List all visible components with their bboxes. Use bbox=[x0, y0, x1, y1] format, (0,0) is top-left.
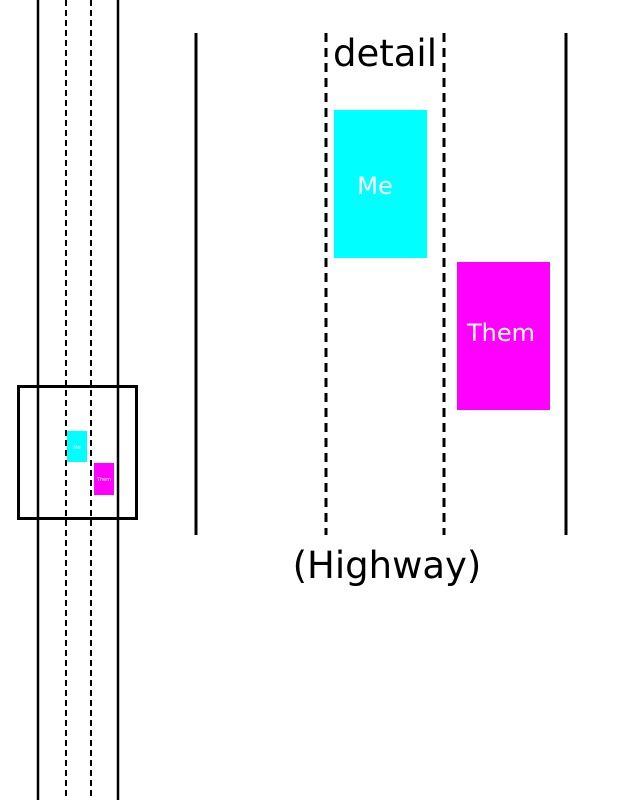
detail-car-them-label: Them bbox=[466, 319, 535, 347]
overview-car-them: Them bbox=[94, 463, 114, 495]
overview-car-me-body bbox=[67, 431, 87, 462]
overview-car-them-label: Them bbox=[96, 477, 111, 483]
detail-car-them-body bbox=[457, 262, 550, 410]
overview-car-me: Me bbox=[67, 431, 87, 462]
detail-car-them: Them bbox=[457, 262, 550, 410]
overview-road bbox=[36, 0, 120, 800]
detail-label-backdrop bbox=[333, 33, 437, 77]
overview-car-me-label: Me bbox=[73, 445, 80, 451]
overview-car-them-body bbox=[94, 463, 114, 495]
detail-car-me-label: Me bbox=[357, 172, 392, 200]
detail-car-me-body bbox=[334, 110, 427, 258]
detail-car-me: Me bbox=[334, 110, 427, 258]
detail-road bbox=[194, 33, 568, 535]
inset-frame bbox=[17, 385, 138, 520]
road-caption: (Highway) bbox=[293, 544, 482, 587]
overview-inset: Me Them bbox=[17, 385, 138, 520]
detail-heading: detail bbox=[333, 32, 437, 75]
